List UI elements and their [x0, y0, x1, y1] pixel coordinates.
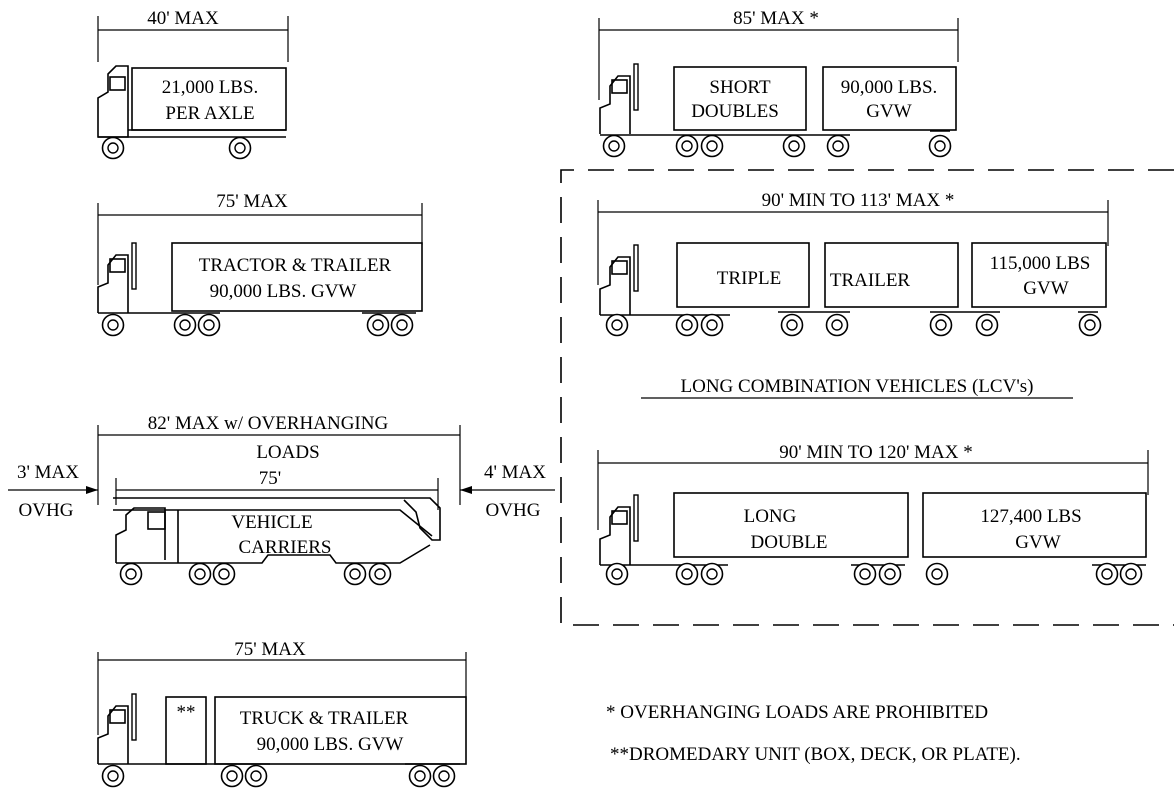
truck-drawing — [599, 63, 957, 158]
cargo-label-line2: 90,000 LBS. GVW — [257, 734, 404, 755]
cargo-label-line1: TRUCK & TRAILER — [240, 708, 409, 729]
box1-label-line1: LONG — [744, 506, 797, 527]
single-truck-group: 40' MAX 21,000 LBS. PER AXLE — [97, 8, 289, 160]
outer-dimension-line — [97, 425, 461, 505]
note-dromedary: **DROMEDARY UNIT (BOX, DECK, OR PLATE). — [610, 744, 1021, 765]
lcv-heading: LONG COMBINATION VEHICLES (LCV's) — [681, 376, 1034, 397]
cargo-label-line1: TRACTOR & TRAILER — [199, 255, 392, 276]
front-overhang-arrow — [8, 486, 98, 494]
dimension-label: 75' MAX — [234, 639, 306, 660]
box1-label-line1: SHORT — [709, 77, 771, 98]
truck-trailer-group: 75' MAX ** TRUCK & TRAILER 90,000 LBS. G… — [97, 639, 467, 788]
note-overhang-prohibited: * OVERHANGING LOADS ARE PROHIBITED — [606, 702, 988, 723]
cargo-label-line1: 21,000 LBS. — [162, 77, 259, 98]
box3-label-line2: GVW — [1023, 278, 1068, 299]
box2-label-line1: 127,400 LBS — [980, 506, 1081, 527]
rear-overhang-label: 4' MAX — [484, 462, 546, 483]
dromedary-mark: ** — [177, 702, 196, 723]
front-overhang-label-line2: OVHG — [19, 500, 74, 521]
cargo-label-line2: PER AXLE — [165, 103, 254, 124]
dimension-line — [97, 652, 467, 735]
dimension-line — [598, 18, 959, 100]
triple-group: 90' MIN TO 113' MAX * TRIPLE TRAILER 115… — [597, 190, 1109, 337]
tractor-trailer-group: 75' MAX TRACTOR & TRAILER 90,000 LBS. GV… — [97, 191, 423, 337]
box2-label-line1: 90,000 LBS. — [841, 77, 938, 98]
cargo-label-line1: VEHICLE — [231, 512, 312, 533]
vehicle-carrier-group: 82' MAX w/ OVERHANGING LOADS 75' 3' MAX … — [8, 413, 555, 586]
cargo-label-line2: 90,000 LBS. GVW — [210, 281, 357, 302]
front-overhang-label: 3' MAX — [17, 462, 79, 483]
box1-label-line2: DOUBLE — [750, 532, 827, 553]
dimension-line — [97, 16, 289, 62]
box1-label-line2: DOUBLES — [691, 101, 779, 122]
truck-drawing — [599, 492, 1147, 586]
truck-drawing — [599, 242, 1107, 337]
box2-label: TRAILER — [830, 270, 911, 291]
short-doubles-group: 85' MAX * SHORT DOUBLES 90,000 LBS. GVW — [598, 8, 959, 158]
dimension-line — [597, 200, 1109, 285]
truck-drawing — [113, 497, 441, 586]
long-double-group: 90' MIN TO 120' MAX * LONG DOUBLE 127,40… — [597, 442, 1149, 586]
dimension-label: 90' MIN TO 113' MAX * — [762, 190, 955, 211]
dimension-line — [97, 203, 423, 285]
dimension-label: 85' MAX * — [733, 8, 819, 29]
rear-overhang-label-line2: OVHG — [486, 500, 541, 521]
box3-label-line1: 115,000 LBS — [990, 253, 1091, 274]
inner-dimension-line — [115, 478, 439, 510]
dimension-label: 40' MAX — [147, 8, 219, 29]
dimension-label: 75' MAX — [216, 191, 288, 212]
dimension-label-line2: LOADS — [256, 442, 319, 463]
rear-overhang-arrow — [460, 486, 555, 494]
box2-label-line2: GVW — [866, 101, 911, 122]
lcv-region-border — [560, 169, 1174, 626]
dimension-label: 90' MIN TO 120' MAX * — [779, 442, 973, 463]
truck-drawing — [97, 242, 423, 337]
dimension-line — [597, 450, 1149, 530]
box1-label: TRIPLE — [717, 268, 781, 289]
inner-dimension-label: 75' — [259, 468, 281, 489]
dimension-label: 82' MAX w/ OVERHANGING — [148, 413, 389, 434]
box2-label-line2: GVW — [1015, 532, 1060, 553]
truck-drawing — [97, 693, 467, 788]
truck-drawing — [97, 65, 287, 160]
cargo-label-line2: CARRIERS — [239, 537, 332, 558]
